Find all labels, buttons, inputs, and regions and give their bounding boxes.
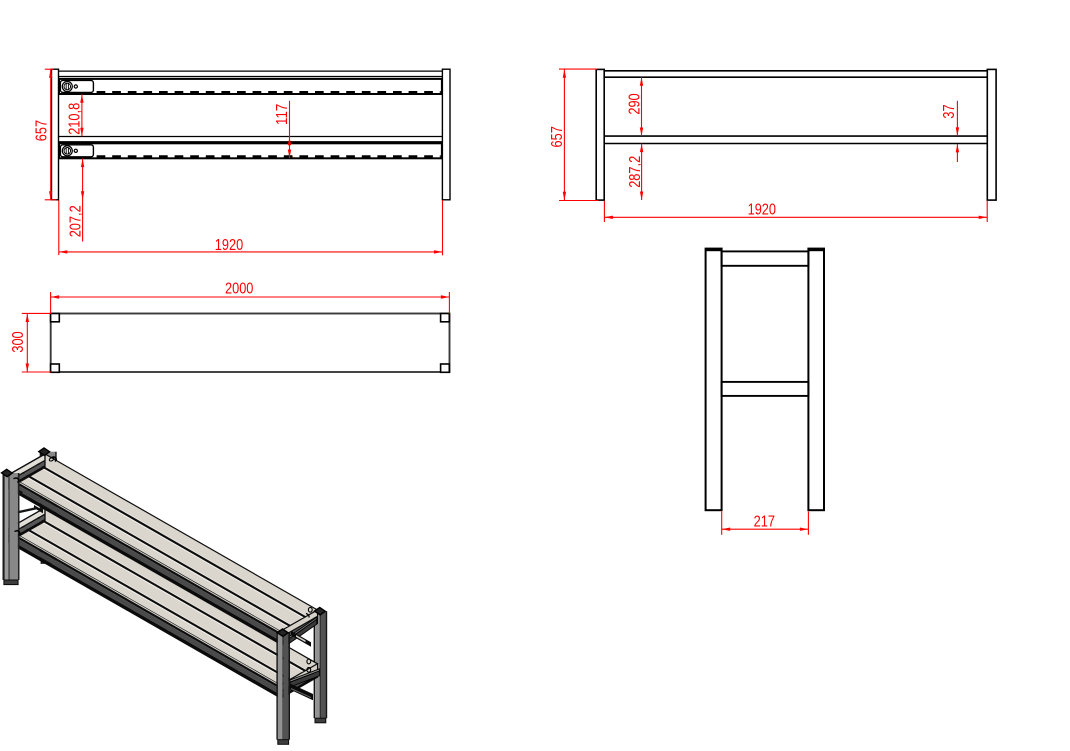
svg-text:657: 657 <box>549 126 566 147</box>
svg-text:207,2: 207,2 <box>68 205 85 237</box>
svg-text:287,2: 287,2 <box>627 156 644 188</box>
svg-text:217: 217 <box>754 513 775 530</box>
svg-text:657: 657 <box>34 120 51 141</box>
svg-text:1920: 1920 <box>748 202 776 219</box>
svg-text:2000: 2000 <box>225 280 253 297</box>
svg-text:37: 37 <box>941 104 958 118</box>
svg-text:210,8: 210,8 <box>67 103 84 135</box>
svg-text:300: 300 <box>10 331 27 352</box>
svg-text:117: 117 <box>274 104 291 125</box>
svg-text:1920: 1920 <box>215 237 243 254</box>
svg-text:290: 290 <box>626 93 643 114</box>
